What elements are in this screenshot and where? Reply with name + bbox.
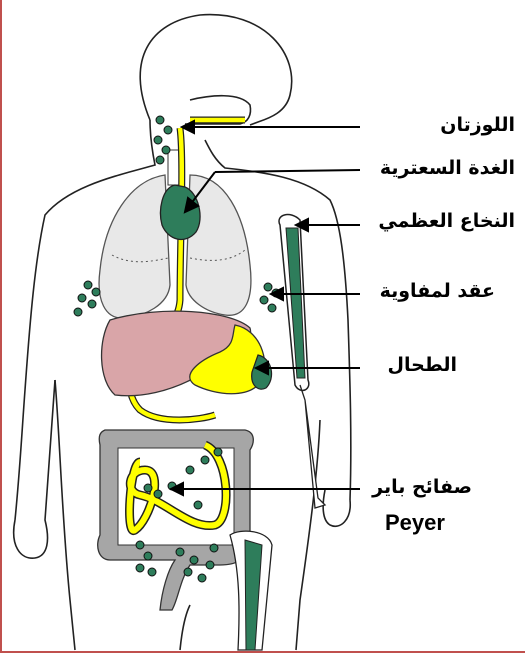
label-thymus: الغدة السعترية bbox=[380, 157, 515, 179]
label-peyer-ar: صفائح باير bbox=[372, 476, 472, 498]
label-peyer-en: Peyer bbox=[385, 510, 445, 536]
leg-bones bbox=[230, 531, 272, 650]
arm-bone bbox=[279, 215, 325, 508]
label-spleen: الطحال bbox=[388, 354, 457, 376]
label-bone-marrow: النخاع العظمي bbox=[378, 210, 515, 232]
label-lymph-nodes: عقد لمفاوية bbox=[380, 280, 495, 302]
label-tonsils: اللوزتان bbox=[440, 114, 515, 136]
